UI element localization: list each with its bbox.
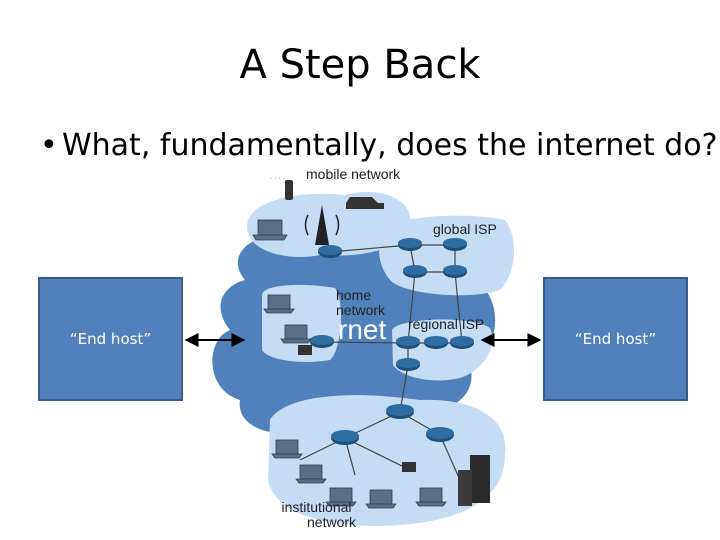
router-icon <box>396 358 420 371</box>
mobile-network-label: mobile network <box>306 166 401 182</box>
laptop-icon <box>263 294 295 314</box>
home-router-icon <box>298 345 312 355</box>
slide-title: A Step Back <box>239 42 481 88</box>
router-icon <box>331 430 359 445</box>
router-icon <box>443 265 467 278</box>
router-icon <box>426 427 454 442</box>
institutional-label-line1: institutional <box>281 499 352 515</box>
end-host-left-label: “End host” <box>69 330 152 348</box>
internet-cloud-text: rnet <box>338 314 387 345</box>
regional-isp-label: regional ISP <box>408 316 485 332</box>
laptop-icon <box>280 324 312 344</box>
cell-tower-icon <box>304 205 340 245</box>
end-host-right: “End host” <box>543 277 688 401</box>
laptop-icon <box>295 464 327 484</box>
end-host-left: “End host” <box>38 277 183 401</box>
car-icon <box>346 197 384 209</box>
laptop-icon <box>271 439 303 459</box>
router-icon <box>424 336 448 349</box>
wireless-ap-icon <box>402 462 416 472</box>
laptop-icon <box>252 219 288 241</box>
global-isp-label: global ISP <box>433 221 497 237</box>
home-network-label: home network <box>336 288 385 318</box>
svg-text:· · · ·: · · · · <box>270 175 285 182</box>
laptop-icon <box>325 487 357 507</box>
router-icon <box>398 238 422 251</box>
institutional-label-line2: network <box>307 514 357 530</box>
router-icon <box>450 336 474 349</box>
laptop-icon <box>415 487 447 507</box>
laptops <box>252 219 447 509</box>
router-icon <box>318 245 342 258</box>
end-host-right-label: “End host” <box>574 330 657 348</box>
phone-icon <box>285 180 293 200</box>
bullet-text: What, fundamentally, does the internet d… <box>62 128 718 163</box>
bullet-question: •What, fundamentally, does the internet … <box>40 128 718 163</box>
home-network-label-line1: home <box>336 287 372 303</box>
routers <box>310 238 474 445</box>
router-icon <box>403 265 427 278</box>
router-icon <box>386 404 414 419</box>
home-network-label-line2: network <box>336 302 386 318</box>
laptop-icon <box>365 489 397 509</box>
bullet-symbol: • <box>40 128 58 163</box>
router-icon <box>396 336 420 349</box>
router-icon <box>310 335 334 348</box>
server-icon <box>458 455 490 506</box>
router-icon <box>443 238 467 251</box>
institutional-network-label: institutional network <box>277 500 356 530</box>
